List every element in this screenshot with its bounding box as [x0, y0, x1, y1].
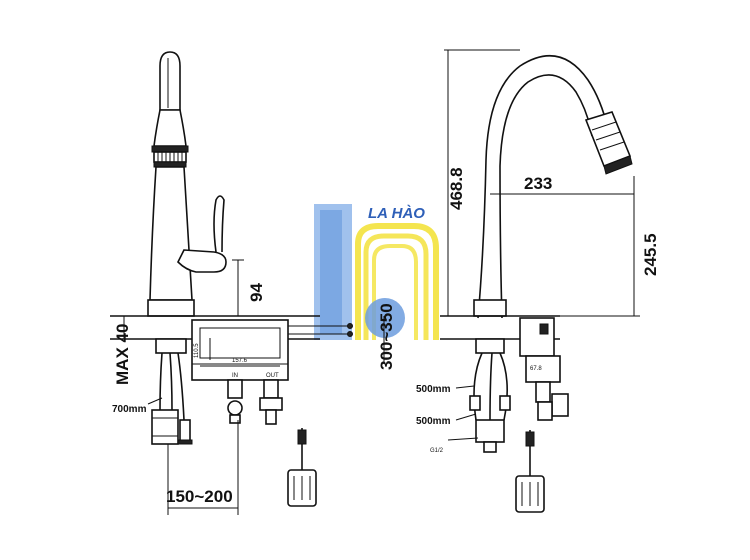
- dim-thread: G1/2: [430, 448, 444, 454]
- dim-hose-500-a: 500mm: [416, 384, 451, 395]
- dim-hose-700: 700mm: [112, 404, 147, 415]
- dim-245: 245.5: [641, 233, 660, 276]
- port-in-label: IN: [232, 373, 238, 379]
- right-dimensions: 468.8 233 245.5 500mm 500mm G1/2: [416, 49, 660, 454]
- port-out-label: OUT: [266, 373, 279, 379]
- brand-watermark: LA HÀO: [314, 204, 439, 340]
- dim-box-side: 110.5: [194, 343, 200, 358]
- left-dimensions: 94 MAX 40 110.5 157.6 300~350 700mm 150~…: [112, 259, 396, 515]
- dim-box-width: 157.6: [232, 358, 248, 364]
- dim-233: 233: [524, 174, 552, 193]
- control-box-left: [191, 319, 289, 381]
- control-box-right: [519, 317, 555, 357]
- watermark-blue-bar-inner: [320, 210, 342, 334]
- watermark-blue-circle: [365, 298, 405, 338]
- dim-468: 468.8: [447, 167, 466, 210]
- dim-sensor-67: 67.8: [530, 366, 542, 372]
- watermark-text: LA HÀO: [368, 205, 425, 222]
- right-faucet-drawing: 67.8: [440, 54, 633, 513]
- dim-hose-500-b: 500mm: [416, 416, 451, 427]
- dim-150-200: 150~200: [166, 487, 233, 506]
- watermark-yellow-arch: [355, 223, 439, 340]
- left-faucet-drawing: IN OUT: [110, 51, 353, 507]
- dim-94: 94: [247, 283, 266, 302]
- dim-max40: MAX 40: [113, 324, 132, 385]
- dim-300-350: 300~350: [377, 303, 396, 370]
